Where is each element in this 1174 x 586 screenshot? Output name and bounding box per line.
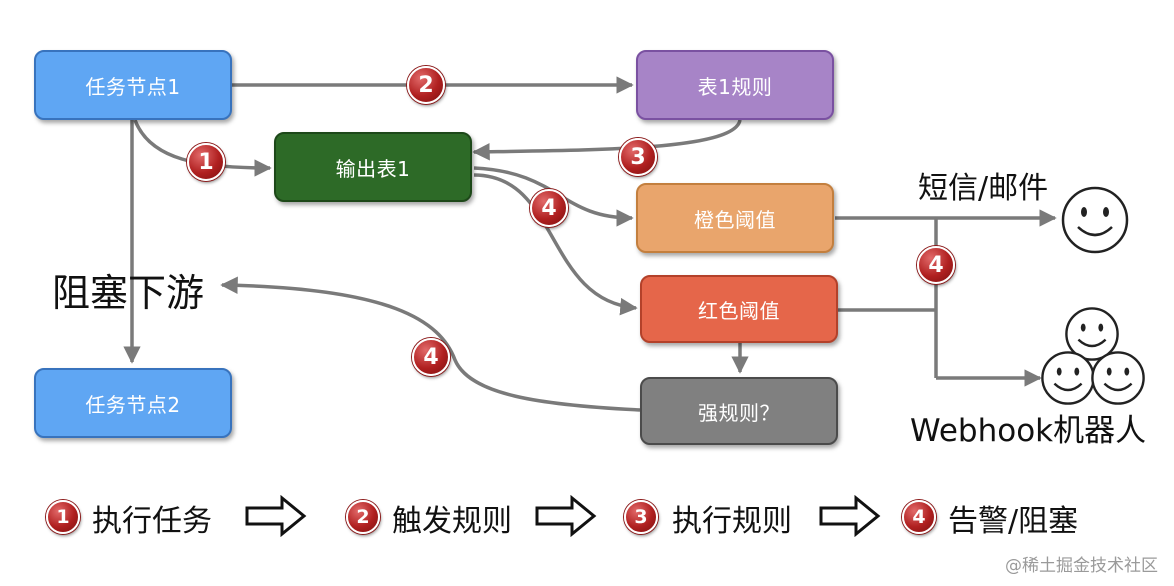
- legend-text-2: 触发规则: [392, 504, 512, 539]
- smiley-icon: [1041, 351, 1095, 405]
- orange-threshold-node[interactable]: 橙色阈值: [636, 183, 834, 253]
- smiley-icon: [1061, 186, 1129, 254]
- legend-badge-1: 1: [46, 500, 80, 534]
- arrow-right-outline-icon: [535, 495, 597, 537]
- step-badge-2: 2: [407, 66, 445, 104]
- step-badge-1: 1: [187, 143, 225, 181]
- edge-strong-to-block: [220, 276, 641, 412]
- legend-badge-2: 2: [346, 500, 380, 534]
- legend-text-4: 告警/阻塞: [948, 504, 1079, 539]
- red-threshold-node[interactable]: 红色阈值: [640, 275, 838, 343]
- watermark-text: @稀土掘金技术社区: [1005, 556, 1158, 576]
- edge-rule-to-output: [472, 119, 742, 161]
- table-rule-node[interactable]: 表1规则: [636, 50, 834, 120]
- sms-email-label: 短信/邮件: [918, 171, 1049, 206]
- legend-badge-4: 4: [902, 500, 936, 534]
- legend-badge-3: 3: [624, 500, 658, 534]
- strong-rule-node[interactable]: 强规则？: [640, 377, 838, 445]
- step-badge-3: 3: [619, 138, 657, 176]
- step-badge-4-block: 4: [412, 338, 450, 376]
- smiley-icon: [1091, 351, 1145, 405]
- smiley-icon: [1065, 307, 1119, 361]
- step-badge-4-alert: 4: [917, 246, 955, 284]
- output-table-node[interactable]: 输出表1: [274, 132, 472, 202]
- legend-text-1: 执行任务: [92, 504, 212, 539]
- block-downstream-label: 阻塞下游: [52, 271, 205, 315]
- arrow-right-outline-icon: [245, 495, 307, 537]
- legend-text-3: 执行规则: [672, 504, 792, 539]
- edge-task1-to-output: [133, 119, 272, 177]
- webhook-robot-label: Webhook机器人: [910, 413, 1147, 449]
- edge-output-to-red: [473, 173, 638, 316]
- task-node-1[interactable]: 任务节点1: [34, 50, 232, 120]
- step-badge-4-output: 4: [530, 189, 568, 227]
- arrow-right-outline-icon: [819, 495, 881, 537]
- task-node-2[interactable]: 任务节点2: [34, 368, 232, 438]
